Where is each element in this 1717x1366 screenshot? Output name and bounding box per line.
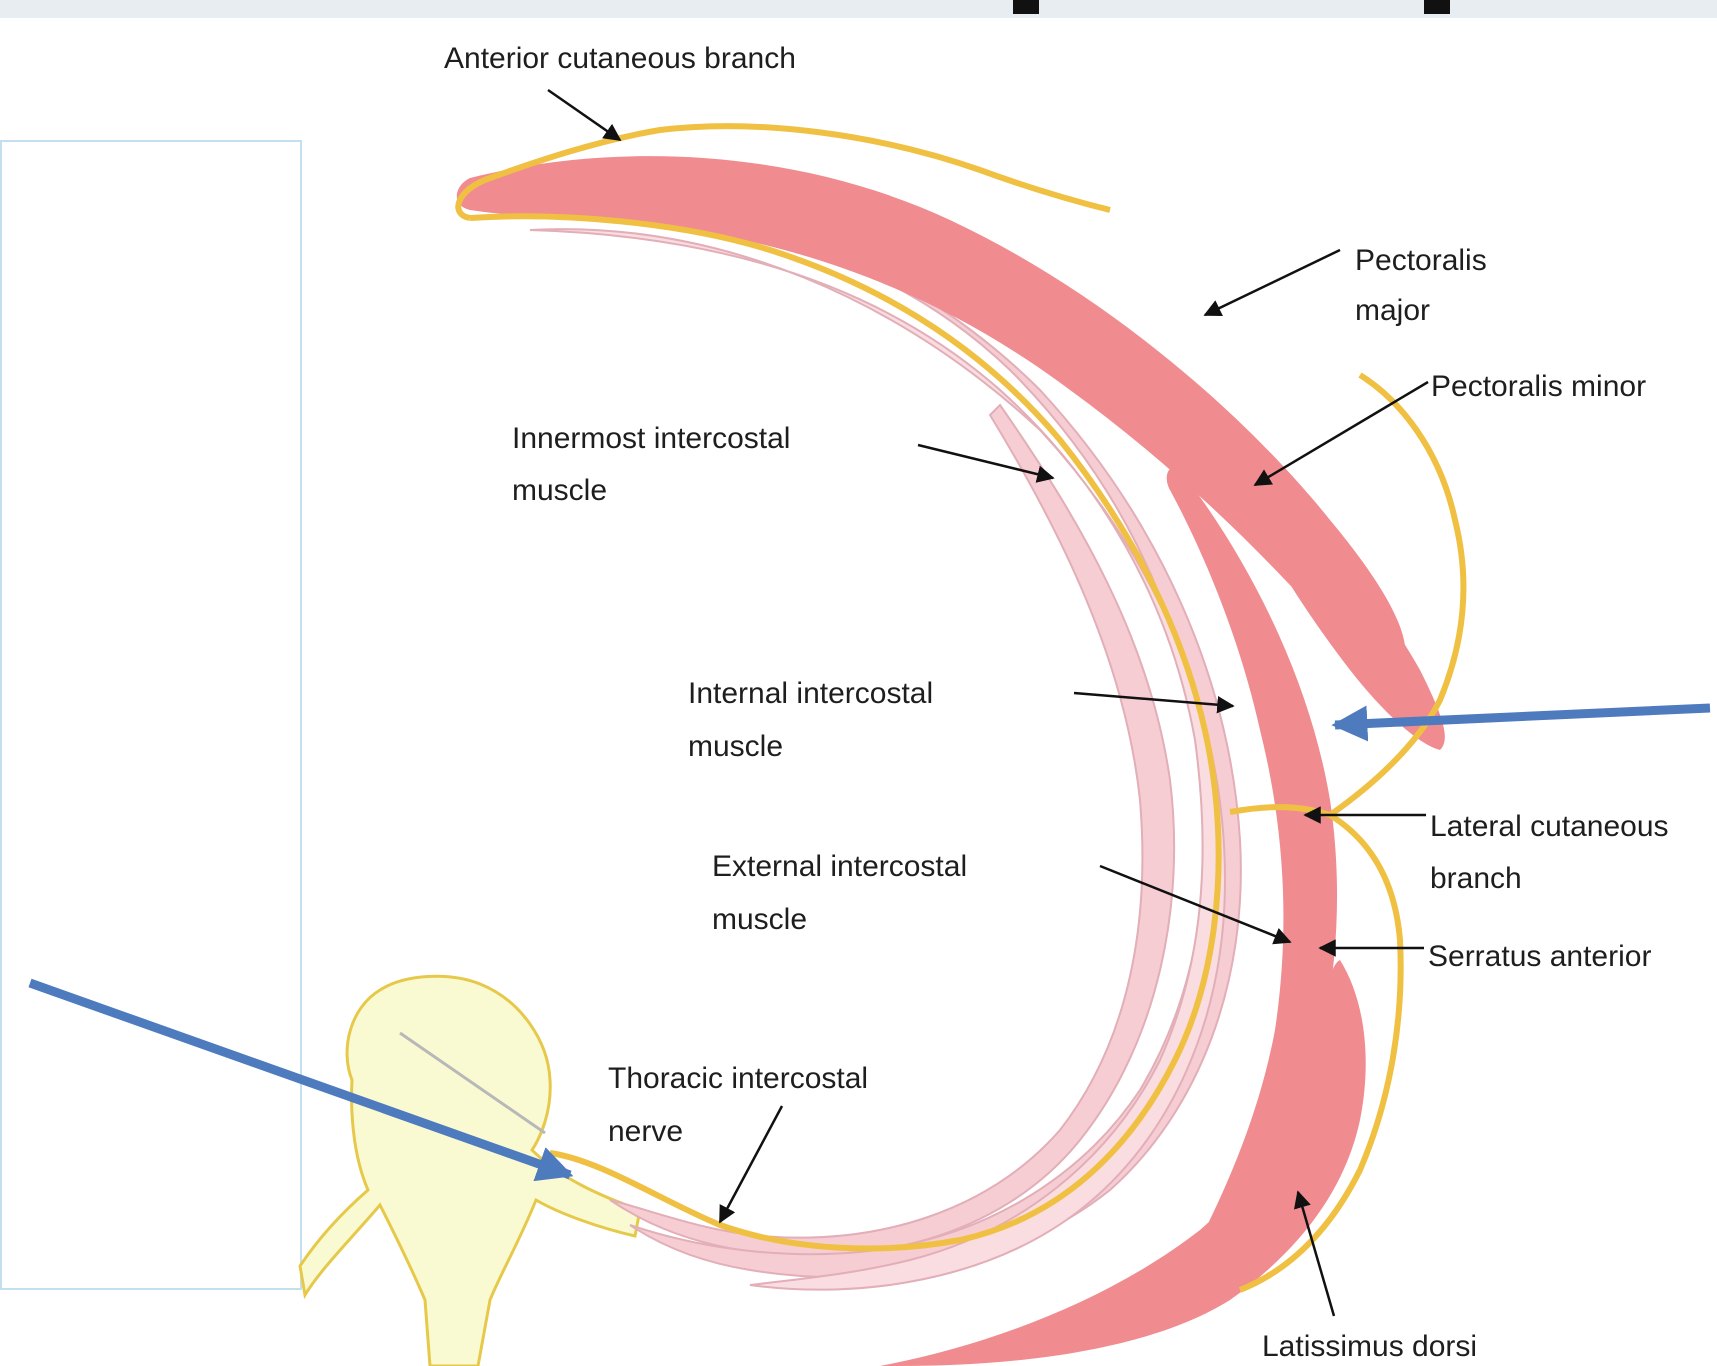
arrow-anterior-cutaneous xyxy=(548,90,620,140)
vertebra-shape xyxy=(300,976,640,1366)
label-thoracic-intercostal-line2: nerve xyxy=(608,1115,683,1148)
innermost-intercostal-band xyxy=(610,405,1174,1256)
label-lateral-cutaneous-line1: Lateral cutaneous xyxy=(1430,810,1669,843)
label-innermost-intercostal-line2: muscle xyxy=(512,474,607,507)
label-pectoralis-major-line2: major xyxy=(1355,294,1430,327)
label-external-intercostal-line2: muscle xyxy=(712,903,807,936)
label-internal-intercostal-line1: Internal intercostal xyxy=(688,677,933,710)
label-pectoralis-minor: Pectoralis minor xyxy=(1431,370,1646,403)
arrow-pectoralis-major xyxy=(1205,250,1340,315)
label-external-intercostal-line1: External intercostal xyxy=(712,850,967,883)
arrow-external-intercostal xyxy=(1100,866,1290,942)
label-innermost-intercostal-line1: Innermost intercostal xyxy=(512,422,790,455)
arrow-thoracic-intercostal-nerve xyxy=(720,1106,782,1222)
label-thoracic-intercostal-line1: Thoracic intercostal xyxy=(608,1062,868,1095)
label-serratus-anterior: Serratus anterior xyxy=(1428,940,1651,973)
arrow-pectoralis-minor xyxy=(1255,382,1428,485)
label-anterior-cutaneous-branch: Anterior cutaneous branch xyxy=(444,42,796,75)
label-lateral-cutaneous-line2: branch xyxy=(1430,862,1522,895)
label-internal-intercostal-line2: muscle xyxy=(688,730,783,763)
label-pectoralis-major-line1: Pectoralis xyxy=(1355,244,1487,277)
label-latissimus-dorsi: Latissimus dorsi xyxy=(1262,1330,1477,1363)
